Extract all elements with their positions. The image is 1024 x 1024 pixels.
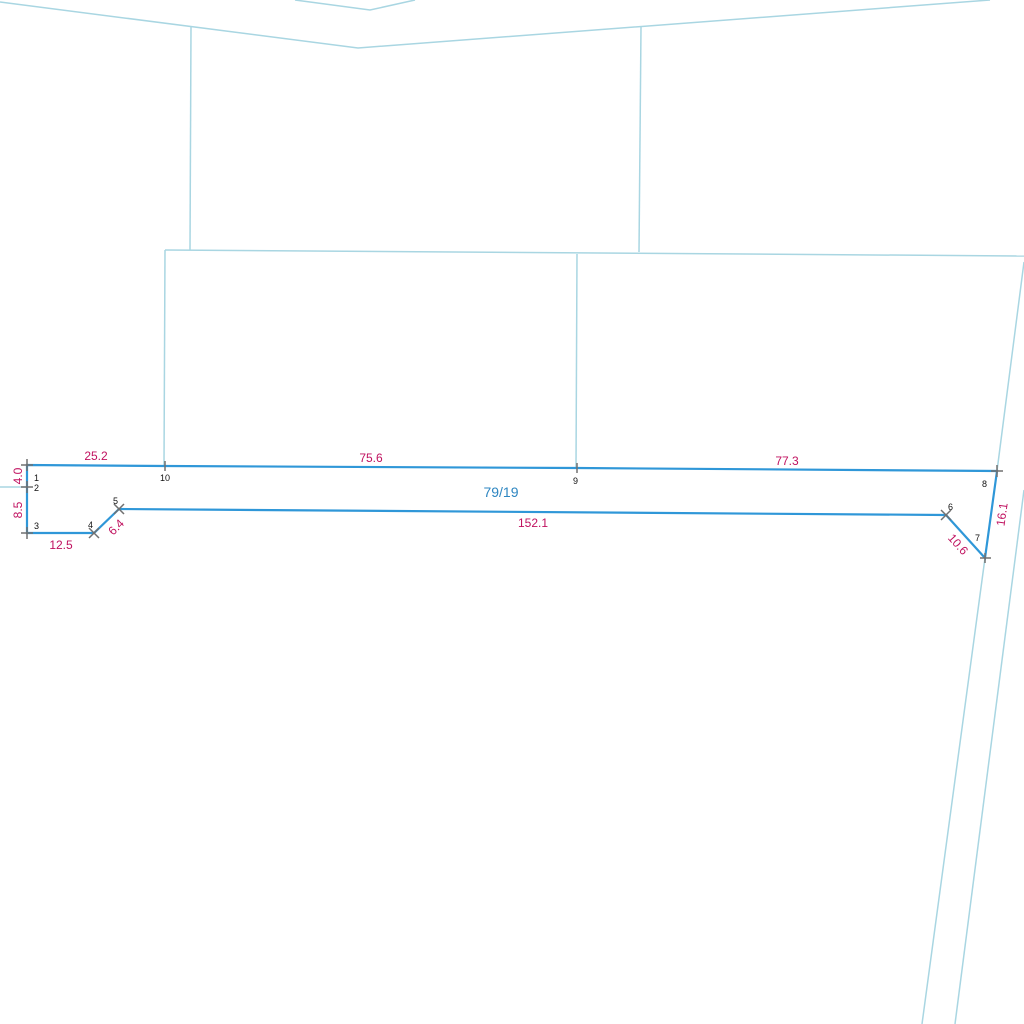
length-label: 10.6 bbox=[945, 531, 971, 558]
length-label: 8.5 bbox=[11, 501, 25, 518]
length-label: 12.5 bbox=[49, 538, 73, 552]
point-label: 7 bbox=[975, 533, 980, 543]
vertex-markers bbox=[21, 459, 1003, 563]
length-label: 16.1 bbox=[993, 502, 1010, 527]
point-label: 4 bbox=[88, 520, 93, 530]
point-label: 5 bbox=[113, 496, 118, 506]
point-label: 3 bbox=[34, 521, 39, 531]
length-label: 77.3 bbox=[775, 454, 799, 468]
length-label: 4.0 bbox=[11, 467, 25, 484]
point-label: 1 bbox=[34, 473, 39, 483]
point-label: 10 bbox=[160, 473, 170, 483]
point-numbers: 1 2 3 4 5 6 7 8 9 10 bbox=[34, 473, 987, 543]
length-label: 152.1 bbox=[518, 516, 548, 530]
parcel-id-label[interactable]: 79/19 bbox=[483, 484, 518, 500]
point-label: 9 bbox=[573, 476, 578, 486]
length-label: 25.2 bbox=[84, 449, 108, 463]
point-label: 8 bbox=[982, 479, 987, 489]
parcel-boundary[interactable] bbox=[25, 463, 999, 561]
length-label: 75.6 bbox=[359, 451, 383, 465]
point-label: 6 bbox=[948, 502, 953, 512]
point-label: 2 bbox=[34, 483, 39, 493]
